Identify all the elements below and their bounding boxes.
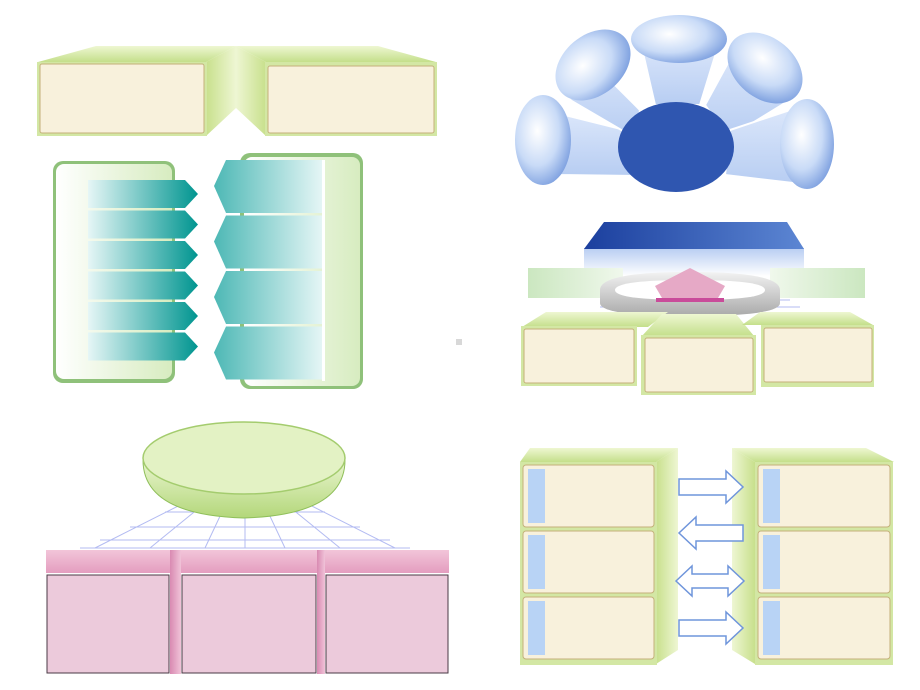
bubble-2: [555, 29, 631, 101]
pink-box-1: [46, 574, 170, 674]
separator-dot: [456, 339, 462, 345]
green-bar-right: [770, 268, 865, 298]
pink-box-2: [181, 574, 317, 674]
teal-block-divider: [322, 160, 325, 381]
pink-box-3: [325, 574, 449, 674]
teal-arrow-2: [88, 210, 198, 239]
fold-right: [236, 46, 266, 136]
teal-block-4: [214, 326, 323, 380]
pink-roof-2: [181, 550, 317, 573]
teal-block-1: [214, 160, 323, 213]
left-arrow-stack: [88, 180, 198, 361]
box-roof-left: [522, 312, 668, 327]
roof-left: [38, 46, 236, 62]
teal-block-2: [214, 215, 323, 269]
text-box-2: [267, 65, 435, 134]
panel-bottom-right: [520, 448, 894, 665]
left-row-box-3: [522, 596, 655, 660]
right-row-box-2: [757, 530, 891, 594]
right-block-stack: [214, 160, 325, 381]
stack-right-roof: [732, 448, 894, 462]
bubble-1: [515, 95, 571, 185]
left-row-box-2: [522, 530, 655, 594]
panel-top-left: [37, 46, 437, 136]
center-hub: [618, 102, 734, 192]
left-row-tab-3: [528, 601, 545, 655]
left-row-tab-1: [528, 469, 545, 523]
panel-middle-right: [521, 222, 874, 395]
teal-block-3: [214, 271, 323, 324]
right-row-tab-3: [763, 601, 780, 655]
right-row-tab-2: [763, 535, 780, 589]
teal-arrow-6: [88, 332, 198, 361]
box-roof-center: [642, 314, 754, 336]
bubble-3: [631, 15, 727, 63]
panel-bottom-left: [46, 421, 449, 674]
stack-rows: [522, 464, 891, 660]
stack-left-roof: [520, 448, 678, 462]
text-box-4: [644, 337, 754, 393]
right-arrow-icon-2: [678, 610, 745, 646]
bubble-4: [727, 32, 803, 104]
text-box-5: [763, 327, 873, 383]
pink-base: [656, 298, 724, 302]
pink-divider-2: [317, 550, 325, 674]
panel-top-right: [515, 15, 834, 192]
text-box-3: [523, 328, 635, 384]
stack-left-side: [656, 448, 678, 664]
left-row-tab-2: [528, 535, 545, 589]
left-arrow-icon: [677, 515, 744, 551]
teal-arrow-3: [88, 241, 198, 269]
text-box-1: [39, 63, 205, 134]
left-row-box-1: [522, 464, 655, 528]
fold-left: [206, 46, 236, 136]
blue-roof: [584, 222, 804, 249]
teal-arrow-4: [88, 271, 198, 300]
bubble-5: [780, 99, 834, 189]
right-row-box-3: [757, 596, 891, 660]
exchange-arrows: [674, 469, 746, 646]
teal-arrow-1: [88, 180, 198, 208]
roof-right: [236, 46, 436, 62]
panel-middle-left: [53, 153, 363, 389]
pink-prism: [655, 268, 725, 298]
pink-roof-3: [325, 550, 449, 573]
right-row-box-1: [757, 464, 891, 528]
stack-right-side: [732, 448, 755, 664]
right-row-tab-1: [763, 469, 780, 523]
pink-divider-1: [170, 550, 181, 674]
box-roof-right: [742, 312, 873, 325]
teal-arrow-5: [88, 302, 198, 330]
pink-roof-1: [46, 550, 170, 573]
bowl-rim: [142, 421, 346, 495]
double-arrow-icon: [674, 564, 746, 598]
right-arrow-icon-1: [678, 469, 745, 505]
